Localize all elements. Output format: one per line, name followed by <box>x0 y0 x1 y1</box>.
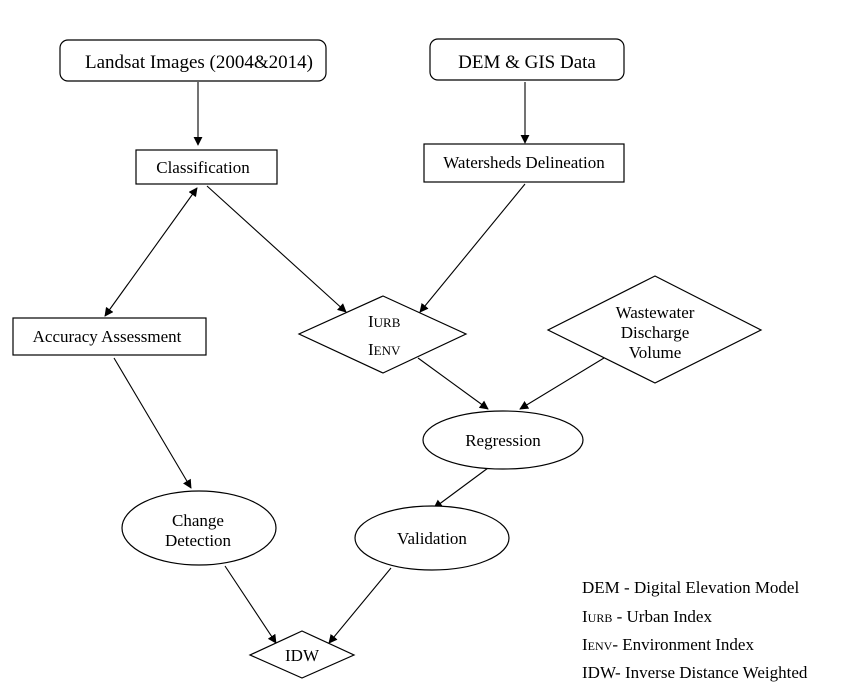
node-label-line3: Volume <box>629 343 682 362</box>
node-label: Landsat Images (2004&2014) <box>85 52 313 73</box>
legend-desc: Digital Elevation Model <box>634 578 800 597</box>
legend-abbr: DEM <box>582 578 620 597</box>
legend-abbr: I <box>582 635 588 654</box>
index-sub-urb: URB <box>374 315 401 330</box>
legend-sep: - <box>612 607 626 626</box>
node-label-line1: IURB <box>368 312 401 331</box>
edge-classification-to-indices <box>206 185 347 313</box>
index-i: I <box>368 312 374 331</box>
node-indices-urb-env: IURB IENV <box>297 295 468 374</box>
node-wastewater-discharge-volume: Wastewater Discharge Volume <box>546 275 763 384</box>
node-change-detection: Change Detection <box>121 490 277 566</box>
legend-desc: Environment Index <box>622 635 754 654</box>
node-label: Watersheds Delineation <box>443 153 605 172</box>
legend-item-dem: DEM - Digital Elevation Model <box>582 578 799 597</box>
node-validation: Validation <box>354 505 510 571</box>
node-dem-gis-data: DEM & GIS Data <box>429 38 625 81</box>
node-accuracy-assessment: Accuracy Assessment <box>12 317 207 356</box>
node-label-line1: Wastewater <box>616 303 695 322</box>
legend-sep: - <box>612 635 622 654</box>
node-regression: Regression <box>422 410 584 470</box>
legend-desc: Urban Index <box>627 607 713 626</box>
legend-item-ienv: IENV- Environment Index <box>582 635 754 654</box>
index-sub-env: ENV <box>374 343 401 358</box>
legend-desc: Inverse Distance Weighted <box>625 663 808 682</box>
legend-item-idw: IDW- Inverse Distance Weighted <box>582 663 808 682</box>
legend-item-iurb: IURB - Urban Index <box>582 607 712 626</box>
node-label: DEM & GIS Data <box>458 52 596 73</box>
legend-sep: - <box>620 578 634 597</box>
legend-abbr-sub: URB <box>588 611 613 625</box>
node-idw: IDW <box>248 630 356 679</box>
node-label: Validation <box>397 529 467 548</box>
edge-classification-accuracy-bidirectional <box>104 187 198 317</box>
node-label-line2: IENV <box>368 340 401 359</box>
edge-watersheds-to-indices <box>419 183 526 313</box>
legend-sep: - <box>615 663 625 682</box>
edge-accuracy-to-change <box>113 357 192 489</box>
node-landsat-images: Landsat Images (2004&2014) <box>59 39 327 82</box>
legend-abbr: I <box>582 607 588 626</box>
node-watersheds-delineation: Watersheds Delineation <box>423 143 625 183</box>
edge-change-to-idw <box>224 565 277 644</box>
edge-regression-to-validation <box>433 467 489 509</box>
node-label: Regression <box>465 431 541 450</box>
index-i: I <box>368 340 374 359</box>
node-label: Accuracy Assessment <box>33 327 182 346</box>
node-label-line2: Detection <box>165 531 232 550</box>
edge-indices-to-regression <box>417 357 489 410</box>
node-label-line2: Discharge <box>621 323 690 342</box>
node-label: IDW <box>285 646 320 665</box>
node-classification: Classification <box>135 149 278 185</box>
edge-validation-to-idw <box>328 567 392 644</box>
edge-wastewater-to-regression <box>519 357 605 410</box>
edges <box>104 82 605 644</box>
legend-abbr: IDW <box>582 663 617 682</box>
node-label-line1: Change <box>172 511 224 530</box>
node-label: Classification <box>156 158 250 177</box>
legend-abbr-sub: ENV <box>588 639 613 653</box>
legend: DEM - Digital Elevation Model IURB - Urb… <box>582 578 808 682</box>
